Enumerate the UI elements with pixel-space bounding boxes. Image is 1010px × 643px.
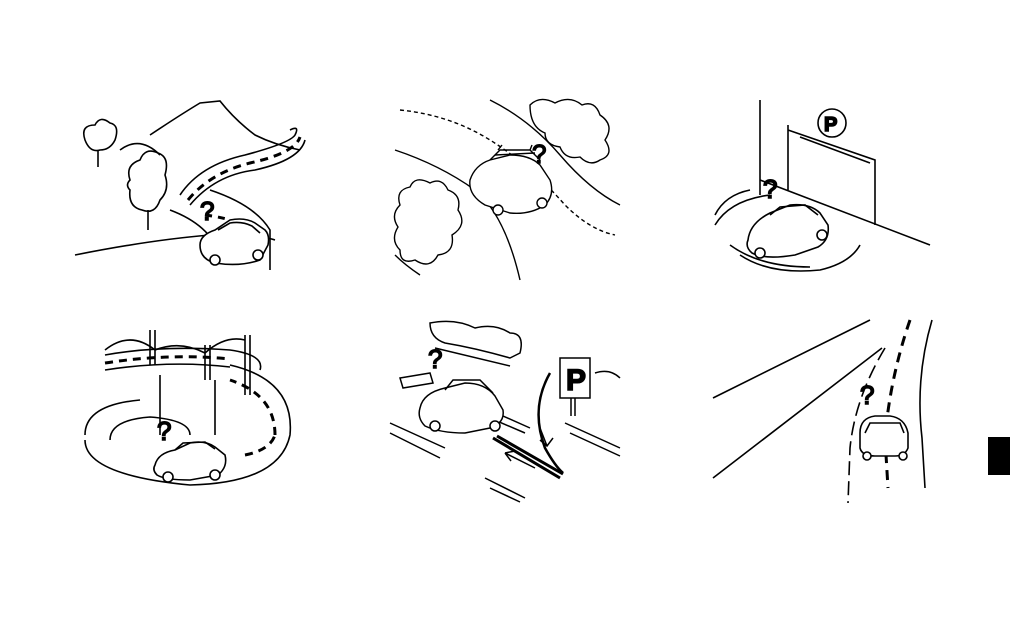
question-mark: ?: [532, 139, 546, 169]
car-icon: [154, 442, 226, 482]
question-mark: ?: [763, 174, 777, 204]
illustration-mountain-road: ?: [70, 95, 320, 285]
illustration-spiral-ramp: ?: [80, 325, 305, 500]
question-mark: ?: [157, 416, 171, 446]
question-mark: ?: [428, 344, 442, 374]
section-tab-marker: [988, 437, 1010, 475]
car-icon: [747, 205, 828, 258]
illustration-parking-lot: P ?: [385, 318, 625, 503]
svg-text:P: P: [566, 364, 586, 397]
illustration-diverging-roads: ?: [710, 318, 940, 503]
illustration-parking-garage: P ?: [710, 95, 940, 285]
car-icon: [419, 380, 503, 433]
car-icon: [860, 416, 908, 460]
svg-text:P: P: [824, 114, 837, 136]
question-mark: ?: [200, 196, 214, 226]
illustration-forest-road: ?: [390, 95, 625, 285]
question-mark: ?: [860, 380, 874, 410]
